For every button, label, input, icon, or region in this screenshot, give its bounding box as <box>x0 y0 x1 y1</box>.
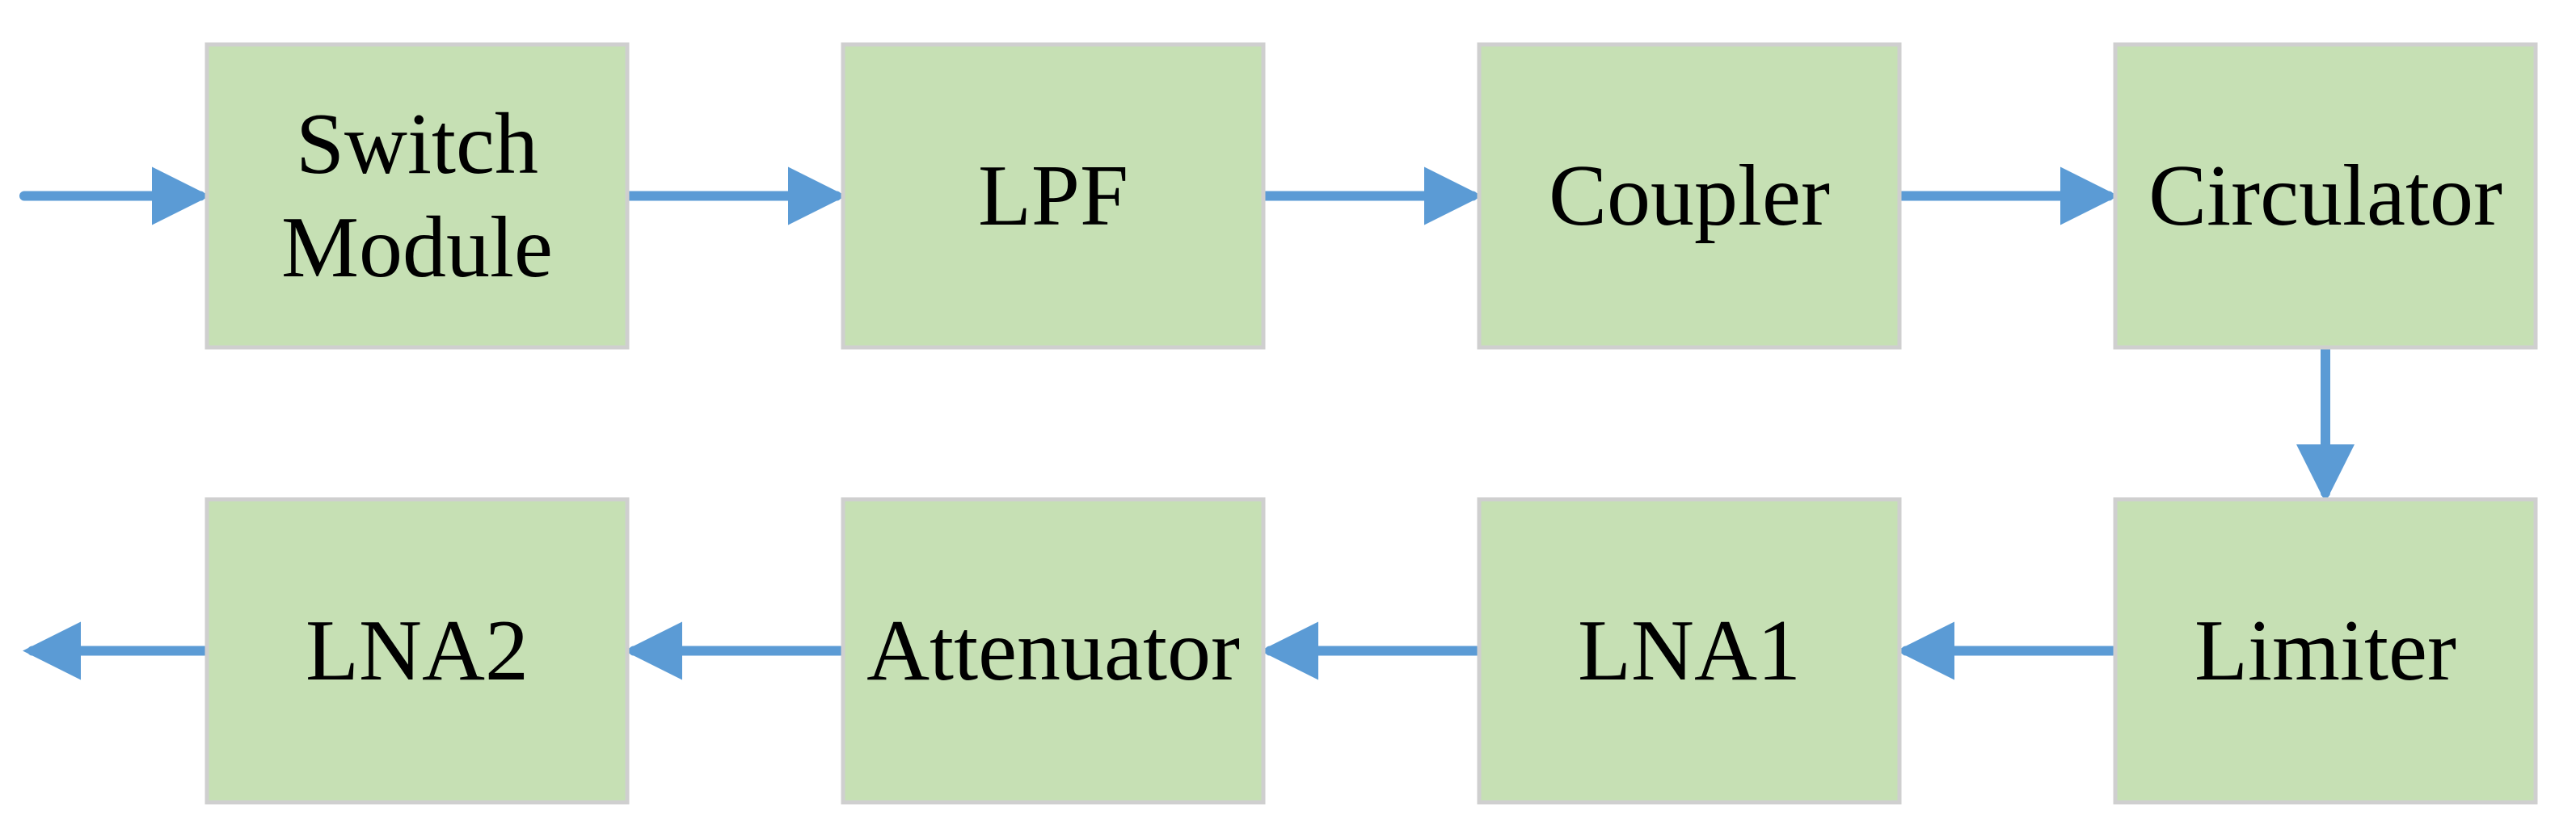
block-box <box>1477 497 1902 805</box>
block-label: LNA1 <box>1578 603 1801 699</box>
block-lna1: LNA1 <box>1477 497 1902 805</box>
block-attenuator: Attenuator <box>841 497 1266 805</box>
block-box <box>204 42 630 350</box>
block-label: Module <box>281 200 553 296</box>
block-circulator: Circulator <box>2113 42 2538 350</box>
block-box <box>841 42 1266 350</box>
block-label: Switch <box>296 96 538 192</box>
block-label: Limiter <box>2194 603 2456 699</box>
block-box <box>2113 497 2538 805</box>
block-label: Attenuator <box>866 603 1240 699</box>
block-box <box>1477 42 1902 350</box>
connections-layer <box>19 166 2355 680</box>
block-box <box>2113 42 2538 350</box>
block-label: Coupler <box>1549 148 1830 244</box>
block-lna2: LNA2 <box>204 497 630 805</box>
block-label: LPF <box>978 148 1128 244</box>
block-limiter: Limiter <box>2113 497 2538 805</box>
block-coupler: Coupler <box>1477 42 1902 350</box>
block-label: LNA2 <box>306 603 529 699</box>
block-label: Circulator <box>2148 148 2502 244</box>
block-box <box>204 497 630 805</box>
block-lpf: LPF <box>841 42 1266 350</box>
block-box <box>841 497 1266 805</box>
